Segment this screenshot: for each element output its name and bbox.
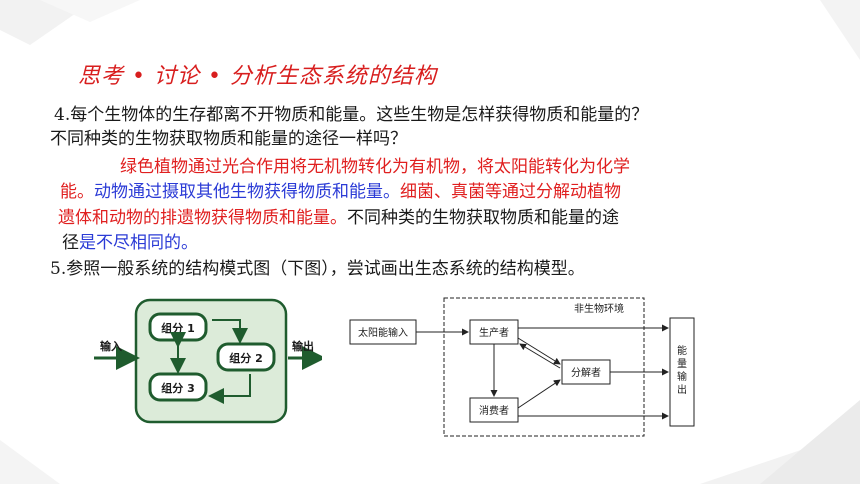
ecosystem-structure-diagram: 非生物环境 太阳能输入 生产者 消费者 分解者 能 量 输 出: [349, 297, 695, 437]
question-4-line-1: 4.每个生物体的生存都离不开物质和能量。这些生物是怎样获得物质和能量的？: [54, 105, 649, 125]
answer-line-2: 能。动物通过摄取其他生物获得物质和能量。细菌、真菌等通过分解动植物: [60, 181, 621, 203]
decomposer-box: [561, 359, 611, 385]
answer-line-3: 遗体和动物的排遗物获得物质和能量。不同种类的生物获取物质和能量的途: [58, 207, 619, 229]
answer-segment: 径: [62, 233, 79, 253]
consumer-label: 消费者: [479, 404, 509, 417]
energy-output-char: 输: [677, 370, 687, 383]
answer-segment: 动物通过摄取其他生物获得物质和能量。: [94, 182, 400, 202]
abiotic-environment-label: 非生物环境: [574, 302, 624, 315]
arrow-decomposer-producer: [519, 343, 561, 369]
solar-input-label: 太阳能输入: [358, 326, 408, 339]
output-label: 输出: [292, 339, 314, 353]
consumer-box: [469, 397, 519, 423]
arrow-2-3: [208, 374, 251, 404]
answer-line-4: 径是不尽相同的。: [62, 232, 198, 254]
energy-output-char: 能: [677, 344, 687, 357]
arrow-producer-decomposer: [517, 337, 561, 365]
answer-segment: 遗体和动物的排遗物获得物质和能量。: [58, 208, 347, 228]
answer-segment: 细菌、真菌等通过分解动植物: [400, 182, 621, 202]
answer-segment: 是不尽相同的。: [79, 233, 198, 253]
slide-title: 思考 • 讨论 • 分析生态系统的结构: [78, 64, 437, 89]
input-label: 输入: [100, 339, 122, 353]
answer-segment: 不同种类的生物获取物质和能量的途: [347, 208, 619, 228]
energy-output-char: 出: [677, 383, 687, 396]
energy-output-char: 量: [677, 358, 687, 370]
question-4-line-2: 不同种类的生物获取物质和能量的途径一样吗？: [50, 129, 407, 149]
component-3-box: [148, 372, 208, 402]
general-system-diagram: 输入 输出 组分 1 组分 2 组分 3: [94, 298, 322, 424]
arrow-consumer-decomposer: [517, 379, 561, 409]
producer-box: [469, 319, 519, 345]
producer-label: 生产者: [479, 326, 509, 339]
component-3-label: 组分 3: [161, 381, 194, 395]
solar-input-box: [349, 319, 417, 345]
arrow-1-2: [212, 319, 248, 344]
energy-output-box: [669, 317, 695, 427]
answer-line-1: 绿色植物通过光合作用将无机物转化为有机物，将太阳能转化为化学: [120, 157, 630, 177]
decomposer-label: 分解者: [571, 366, 601, 379]
component-1-label: 组分 1: [161, 321, 194, 335]
component-2-label: 组分 2: [229, 351, 262, 365]
component-2-box: [216, 342, 276, 372]
answer-segment: 能。: [60, 182, 94, 202]
question-5: 5.参照一般系统的结构模式图（下图），尝试画出生态系统的结构模型。: [50, 259, 585, 279]
